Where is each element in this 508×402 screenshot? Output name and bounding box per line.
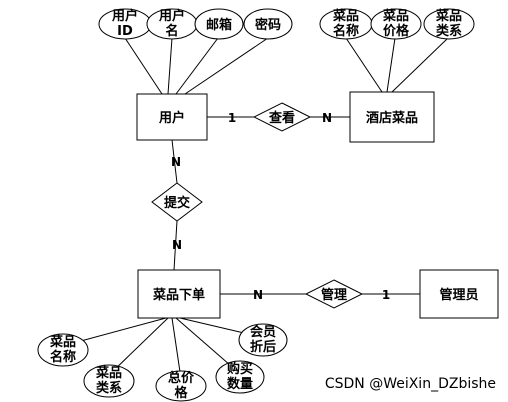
- svg-text:折后: 折后: [250, 339, 276, 355]
- svg-text:类系: 类系: [96, 380, 122, 396]
- attribute-user-id: 用户 ID: [98, 8, 152, 40]
- attribute-password: 密码: [243, 8, 293, 40]
- svg-text:菜品: 菜品: [435, 8, 462, 24]
- svg-text:密码: 密码: [254, 17, 281, 33]
- svg-text:菜品下单: 菜品下单: [152, 287, 205, 303]
- svg-text:用户: 用户: [158, 110, 185, 126]
- svg-text:价格: 价格: [383, 23, 410, 39]
- cardinality-submit-order: N: [172, 238, 182, 252]
- cardinality-order-manage: N: [253, 288, 263, 302]
- svg-text:菜品: 菜品: [49, 334, 76, 350]
- attribute-username: 用户 名: [146, 8, 198, 40]
- relationship-submit: 提交: [151, 182, 203, 222]
- svg-text:格: 格: [174, 385, 188, 401]
- attribute-dish-price: 菜品 价格: [370, 8, 422, 40]
- entity-dish: 酒店菜品: [349, 91, 435, 143]
- svg-text:用户: 用户: [111, 8, 138, 24]
- svg-text:提交: 提交: [164, 195, 190, 211]
- svg-text:ID: ID: [117, 24, 133, 39]
- svg-text:名称: 名称: [333, 23, 359, 39]
- cardinality-user-submit: N: [171, 155, 181, 169]
- svg-text:管理员: 管理员: [439, 287, 478, 303]
- entity-user: 用户: [136, 93, 208, 141]
- cardinality-user-view: 1: [228, 111, 236, 125]
- entity-admin: 管理员: [419, 269, 499, 319]
- cardinality-manage-admin: 1: [382, 288, 390, 302]
- svg-text:酒店菜品: 酒店菜品: [366, 110, 418, 126]
- cardinality-view-dish: N: [322, 111, 332, 125]
- svg-text:名称: 名称: [50, 349, 76, 365]
- svg-text:邮箱: 邮箱: [206, 17, 232, 33]
- svg-text:总价: 总价: [168, 370, 195, 386]
- attribute-order-total: 总价 格: [155, 370, 207, 402]
- svg-text:类系: 类系: [436, 23, 462, 39]
- svg-text:数量: 数量: [227, 376, 253, 392]
- attribute-dish-category: 菜品 类系: [423, 8, 475, 40]
- watermark-text: CSDN @WeiXin_DZbishe: [325, 376, 496, 392]
- svg-text:菜品: 菜品: [332, 8, 359, 24]
- svg-text:菜品: 菜品: [95, 365, 122, 381]
- svg-text:会员: 会员: [250, 324, 276, 340]
- attribute-email: 邮箱: [194, 8, 244, 40]
- svg-text:管理: 管理: [321, 287, 347, 303]
- entity-order: 菜品下单: [137, 269, 221, 319]
- attribute-order-quantity: 购买 数量: [215, 360, 265, 394]
- attribute-dish-name: 菜品 名称: [319, 8, 373, 40]
- svg-text:购买: 购买: [227, 361, 253, 377]
- attribute-order-dish-name: 菜品 名称: [37, 333, 89, 367]
- attribute-order-discount: 会员 折后: [238, 323, 288, 357]
- attribute-order-dish-category: 菜品 类系: [83, 364, 135, 398]
- svg-text:查看: 查看: [268, 110, 295, 126]
- svg-text:名: 名: [165, 23, 178, 39]
- svg-text:用户: 用户: [158, 8, 185, 24]
- connector-lines: [65, 37, 449, 375]
- svg-text:菜品: 菜品: [382, 8, 409, 24]
- relationship-manage: 管理: [304, 279, 364, 309]
- relationship-view: 查看: [252, 102, 312, 132]
